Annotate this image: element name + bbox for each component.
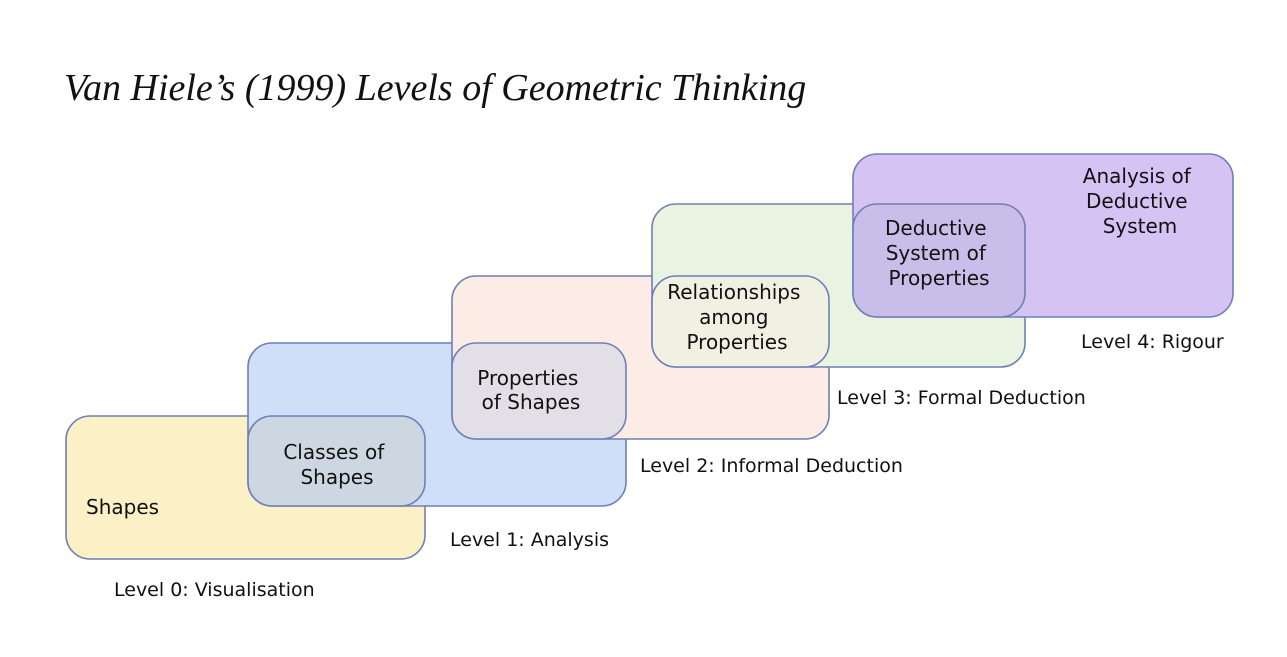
top-content-label: Analysis of Deductive System [1083, 164, 1197, 238]
level-2-label: Level 2: Informal Deduction [640, 455, 903, 477]
level-4-content-label: Deductive System of Properties [885, 216, 993, 290]
level-1-content-label: Classes of Shapes [283, 440, 390, 489]
level-3-content-label: Relationships among Properties [667, 280, 807, 354]
level-0-label: Level 0: Visualisation [114, 579, 315, 601]
overlap-level-0-1 [247, 415, 426, 507]
overlap-level-2-3 [651, 275, 830, 368]
level-1-label: Level 1: Analysis [450, 529, 609, 551]
diagram-title: Van Hiele’s (1999) Levels of Geometric T… [64, 67, 806, 109]
level-0-content-label: Shapes [86, 495, 159, 519]
level-2-content-label: Properties of Shapes [477, 366, 584, 414]
level-3-label: Level 3: Formal Deduction [837, 387, 1086, 409]
level-4-label: Level 4: Rigour [1081, 331, 1224, 353]
overlap-level-1-2 [451, 342, 627, 440]
overlap-level-3-4 [852, 203, 1026, 318]
